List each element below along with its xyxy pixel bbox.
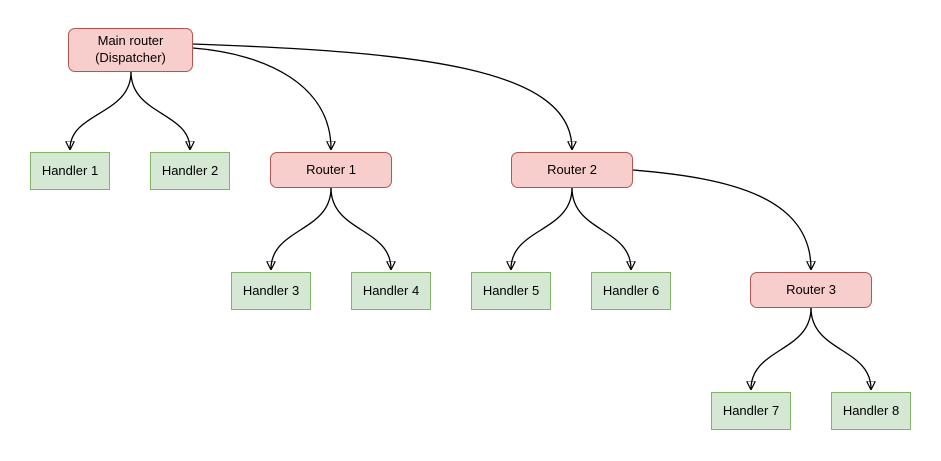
- edge-router-2-to-handler-5: [511, 187, 573, 269]
- node-handler-8: Handler 8: [831, 392, 911, 430]
- node-router-1-label: Router 1: [306, 161, 356, 177]
- node-handler-5-label: Handler 5: [482, 282, 540, 298]
- edge-main-router-to-router-2: [192, 43, 572, 149]
- node-handler-3-label: Handler 3: [242, 282, 300, 298]
- node-handler-4: Handler 4: [351, 272, 431, 310]
- node-handler-5: Handler 5: [471, 272, 551, 310]
- node-router-3: Router 3: [750, 272, 872, 308]
- edge-router-2-to-router-3: [632, 169, 811, 269]
- node-handler-4-label: Handler 4: [362, 282, 420, 298]
- node-main-router-label: Main router (Dispatcher): [95, 33, 166, 65]
- node-router-2-label: Router 2: [547, 161, 597, 177]
- node-handler-2-label: Handler 2: [161, 162, 219, 178]
- node-main-router: Main router (Dispatcher): [68, 28, 193, 72]
- node-handler-2: Handler 2: [150, 152, 230, 190]
- node-handler-7: Handler 7: [711, 392, 791, 430]
- node-router-3-label: Router 3: [786, 281, 836, 297]
- node-router-2: Router 2: [511, 152, 633, 188]
- edge-router-3-to-handler-7: [751, 307, 812, 389]
- edge-main-router-to-handler-1: [70, 71, 132, 149]
- node-handler-8-label: Handler 8: [842, 402, 900, 418]
- edge-router-2-to-handler-6: [571, 187, 631, 269]
- node-handler-6-label: Handler 6: [602, 282, 660, 298]
- node-router-1: Router 1: [270, 152, 392, 188]
- edge-router-1-to-handler-3: [271, 187, 332, 269]
- node-handler-7-label: Handler 7: [722, 402, 780, 418]
- node-handler-1: Handler 1: [30, 152, 110, 190]
- edge-main-router-to-handler-2: [130, 71, 190, 149]
- node-handler-3: Handler 3: [231, 272, 311, 310]
- edge-router-1-to-handler-4: [330, 187, 391, 269]
- edge-router-3-to-handler-8: [810, 307, 871, 389]
- edge-main-router-to-router-1: [192, 47, 331, 149]
- node-handler-6: Handler 6: [591, 272, 671, 310]
- node-handler-1-label: Handler 1: [41, 162, 99, 178]
